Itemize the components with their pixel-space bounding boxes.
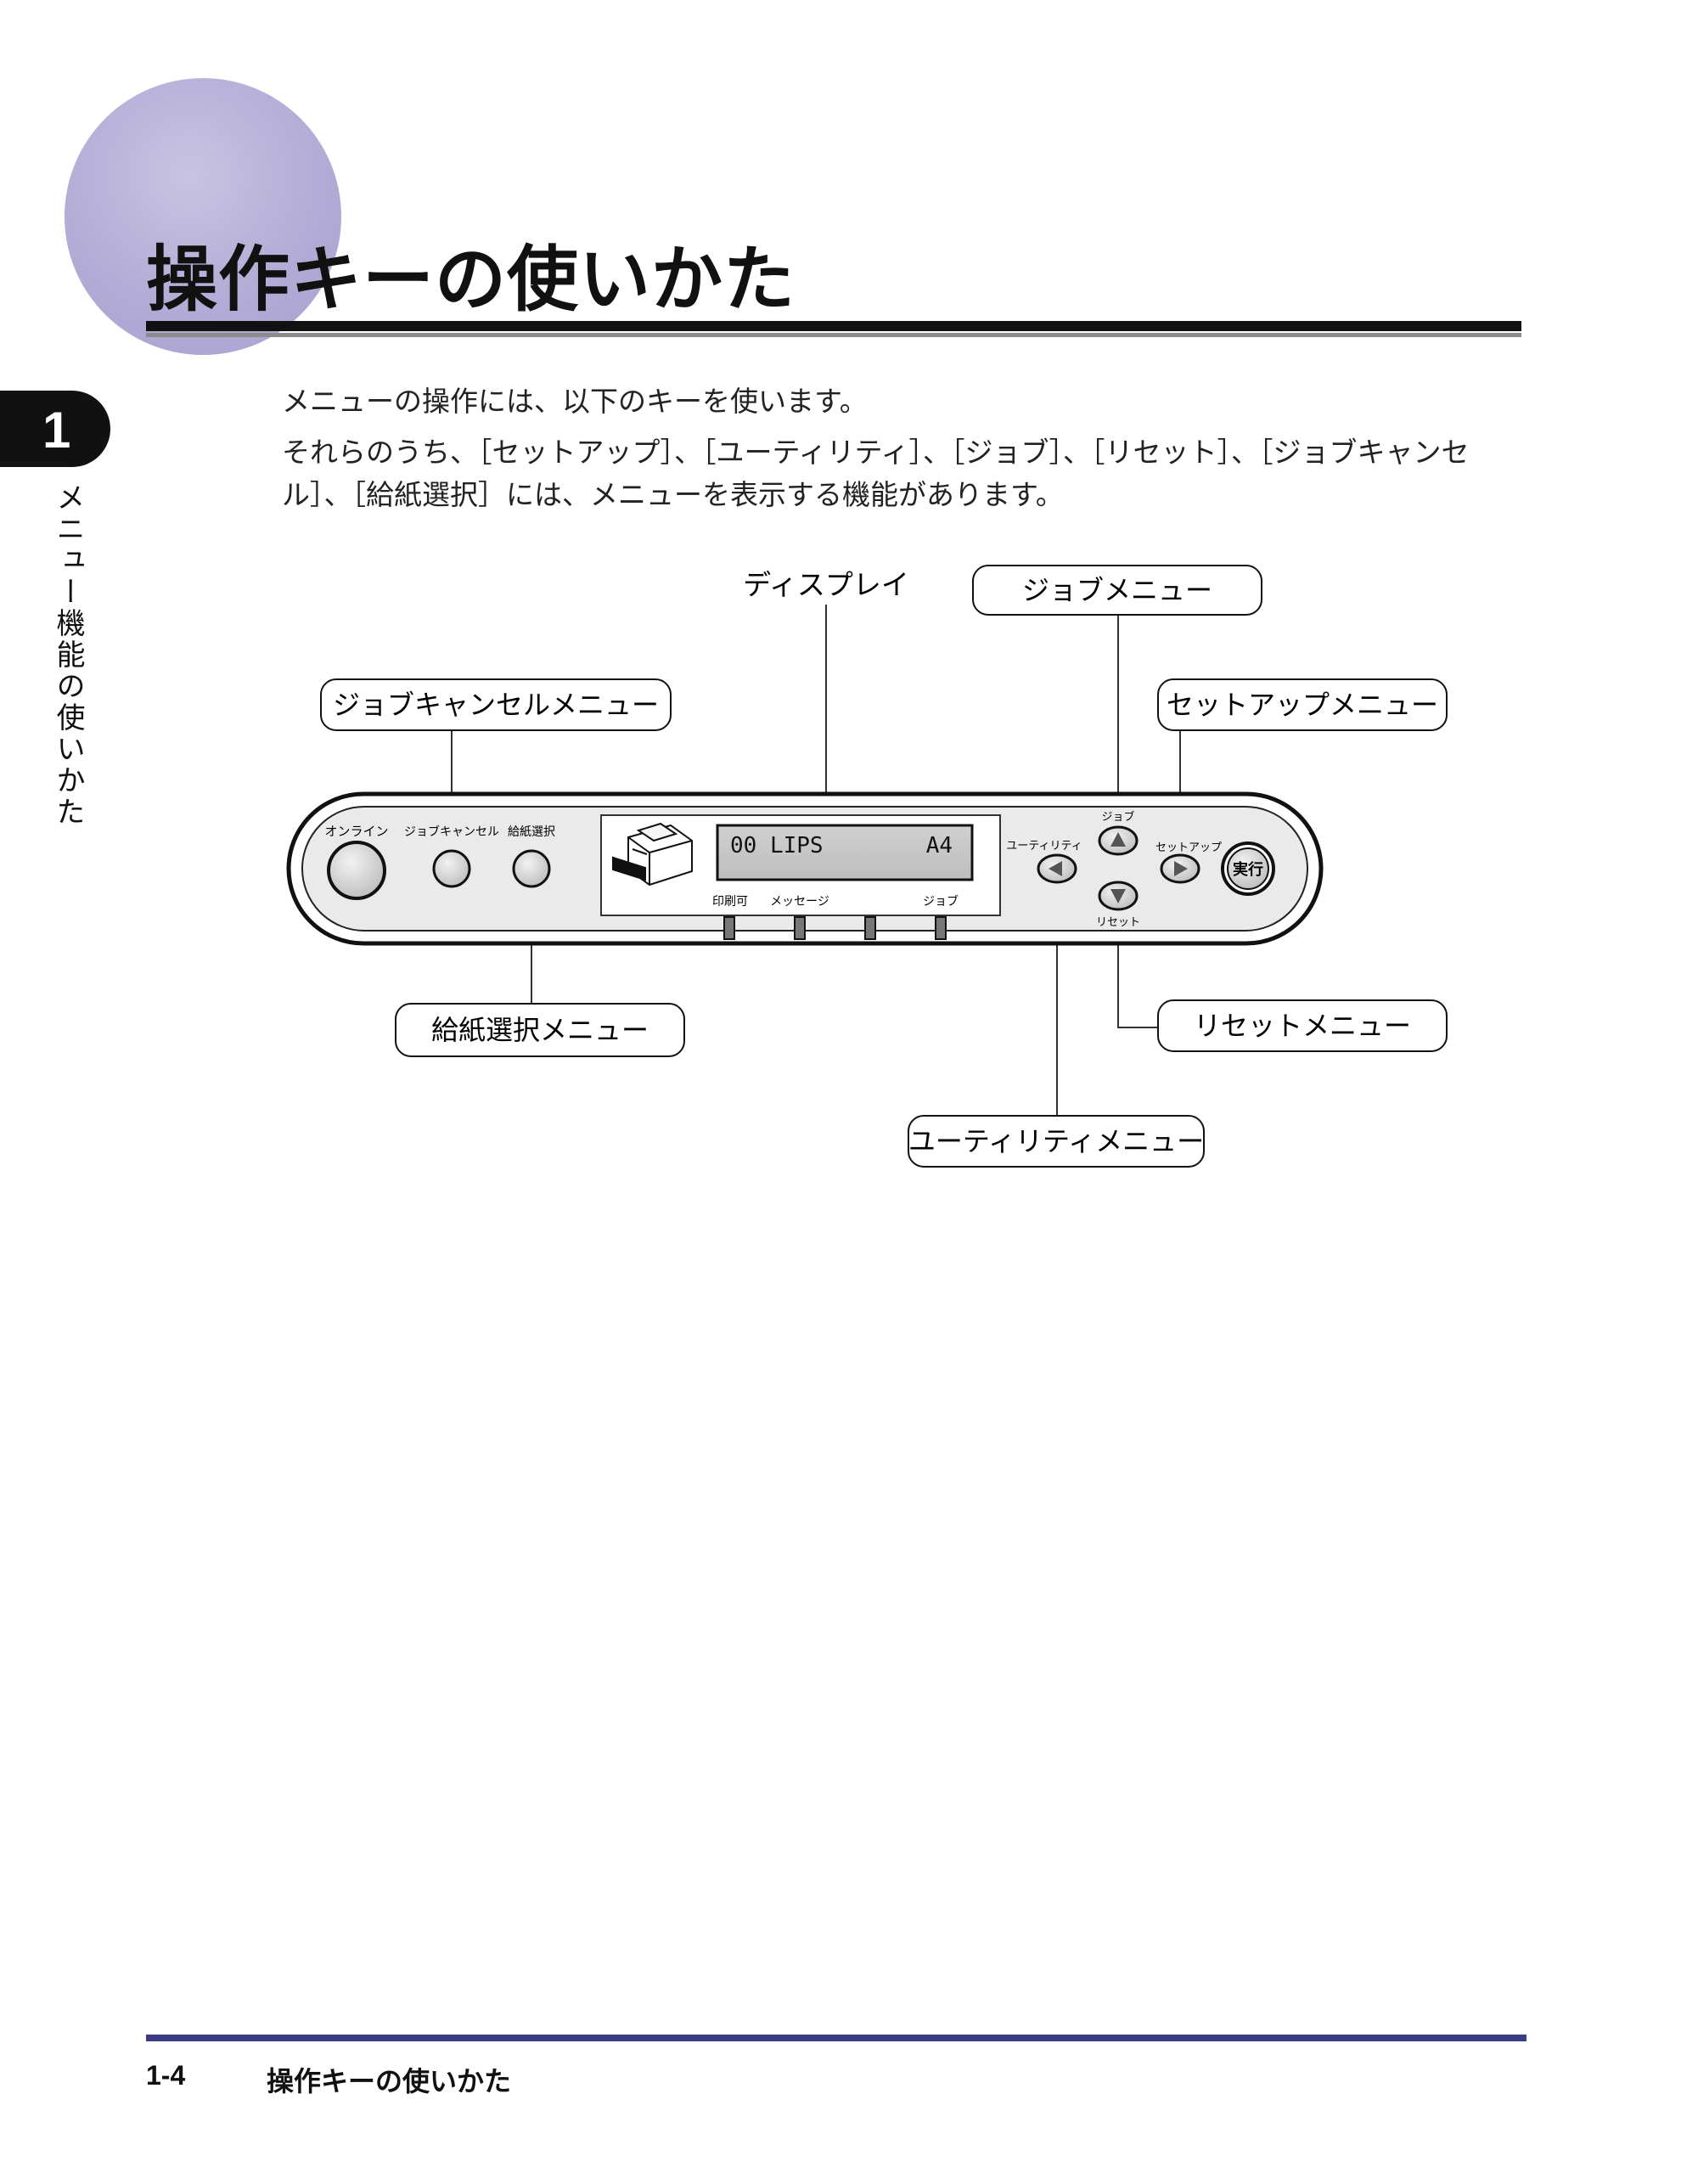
up-arrow-icon: [1110, 832, 1126, 847]
chapter-number: 1: [42, 402, 71, 459]
execute-button-face: [1227, 847, 1269, 890]
callout-paper-select-menu-box: [395, 1003, 685, 1057]
callout-setup-menu-box: [1157, 678, 1448, 731]
utility-label: ユーティリティ: [1006, 840, 1082, 853]
job-label: ジョブ: [1101, 810, 1134, 824]
reset-label: リセット: [1096, 916, 1140, 929]
job-cancel-label: ジョブキャンセル: [404, 825, 499, 839]
paper-select-label: 給紙選択: [508, 825, 555, 839]
chapter-title-vertical: メニュー機能の使いかた: [51, 482, 85, 828]
led-label-job: ジョブ: [923, 894, 959, 909]
down-arrow-icon: [1110, 889, 1126, 903]
callout-paper-select-menu: 給紙選択メニュー: [431, 1014, 649, 1046]
printer-icon: [612, 822, 693, 887]
right-arrow-icon: [1174, 861, 1188, 876]
status-leds: [723, 916, 947, 940]
title-decoration-circle: [65, 78, 341, 355]
paper-select-button[interactable]: [512, 849, 551, 888]
lcd-text-right: A4: [926, 833, 953, 858]
chapter-tab: [0, 391, 110, 467]
intro-paragraph-2: それらのうち、［セットアップ］、［ユーティリティ］、［ジョブ］、［リセット］、［…: [282, 436, 1470, 511]
callout-job-menu-box: [972, 565, 1262, 616]
footer-section-title: 操作キーの使いかた: [267, 2065, 512, 2097]
callout-reset-menu: リセットメニュー: [1194, 1010, 1411, 1042]
callout-job-cancel-menu: ジョブキャンセルメニュー: [333, 689, 659, 721]
led-message: [794, 916, 806, 940]
job-cancel-button[interactable]: [432, 849, 471, 888]
title-underline-shadow: [146, 333, 1521, 337]
setup-label: セットアップ: [1155, 842, 1222, 854]
online-label: オンライン: [324, 824, 388, 839]
callout-utility-menu-box: [908, 1115, 1205, 1168]
page-title: 操作キーの使いかた: [146, 238, 796, 321]
callout-reset-menu-box: [1157, 999, 1448, 1052]
led-label-ready: 印刷可: [712, 895, 748, 909]
led-label-message: メッセージ: [770, 895, 829, 909]
lcd-screen: [716, 824, 974, 881]
callout-display: ディスプレイ: [743, 568, 909, 601]
control-panel-diagram: オンライン ジョブキャンセル 給紙選択 00 LIPS A4 印刷可 メッセージ…: [286, 565, 1448, 1168]
callout-utility-menu: ユーティリティメニュー: [908, 1125, 1204, 1157]
footer-page-number: 1-4: [146, 2060, 186, 2091]
execute-label: 実行: [1233, 860, 1263, 879]
led-ready: [723, 916, 735, 940]
footer-rule: [146, 2035, 1527, 2041]
callout-setup-menu: セットアップメニュー: [1167, 689, 1438, 721]
title-underline: [146, 321, 1521, 331]
lcd-text-left: 00 LIPS: [730, 833, 824, 858]
callout-job-menu: ジョブメニュー: [1022, 574, 1212, 606]
left-arrow-icon: [1049, 861, 1062, 876]
led-job: [935, 916, 947, 940]
led-unlabeled: [864, 916, 876, 940]
intro-paragraph-1: メニューの操作には、以下のキーを使います。: [282, 385, 868, 418]
online-button[interactable]: [327, 841, 386, 900]
callout-job-cancel-menu-box: [320, 678, 672, 731]
